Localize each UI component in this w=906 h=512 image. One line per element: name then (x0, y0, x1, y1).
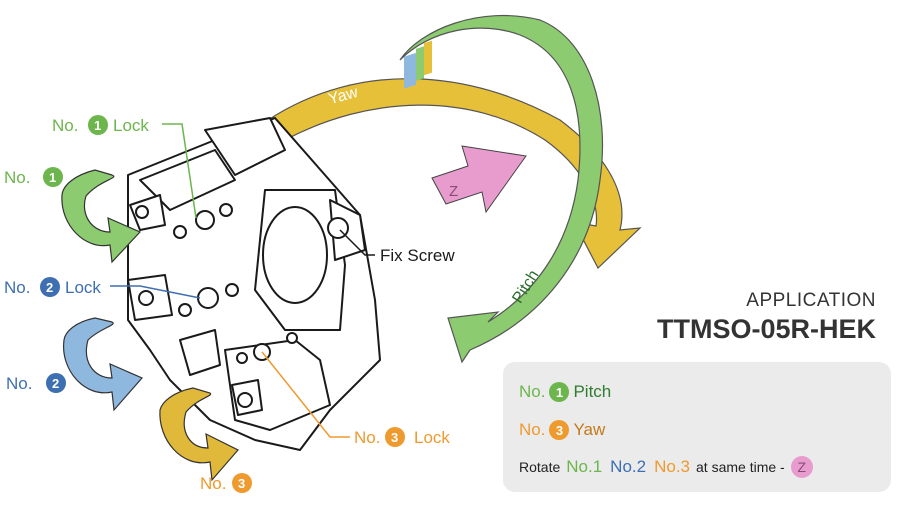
no3-label: No. 3 (200, 473, 252, 493)
no3-lock-label: No. 3 Lock (354, 427, 450, 447)
legend-row3-tail: at same time - (696, 459, 785, 475)
no1-lock-leader (162, 123, 197, 219)
no2-rotation-arrow (63, 317, 143, 412)
legend-row-yaw: No. 3 Yaw (519, 420, 605, 440)
svg-text:1: 1 (94, 118, 101, 133)
no1-lock-label: No. 1 Lock (52, 115, 149, 135)
fix-screw-label: Fix Screw (380, 246, 455, 265)
svg-text:3: 3 (391, 430, 398, 445)
svg-text:Lock: Lock (414, 428, 450, 447)
mount-device (127, 117, 381, 451)
legend-row-rotate: Rotate No.1 No.2 No.3 at same time - Z (519, 456, 813, 478)
no1-label: No. 1 (4, 167, 63, 187)
svg-text:No.: No. (354, 428, 380, 447)
legend-row3-no1: No.1 (566, 457, 603, 476)
legend-row2-badge: 3 (549, 420, 570, 440)
legend-row1-text: Pitch (573, 382, 612, 401)
no2-lock-label: No. 2 Lock (4, 277, 101, 297)
legend-row1-badge: 1 (549, 382, 570, 402)
no3-rotation-arrow (159, 387, 239, 482)
svg-text:3: 3 (238, 476, 245, 491)
z-arrow (404, 40, 527, 214)
legend-row1-prefix: No. (519, 382, 546, 401)
no2-label: No. 2 (6, 373, 66, 393)
no2-lock-leader (110, 285, 201, 299)
legend-row3-lead: Rotate (519, 459, 561, 475)
legend-row3-no3: No.3 (654, 457, 691, 476)
legend-row-pitch: No. 1 Pitch (519, 382, 611, 402)
fix-screw-leader (339, 229, 375, 256)
legend-z-badge: Z (790, 456, 813, 478)
svg-text:No.: No. (4, 168, 30, 187)
legend-row2-text: Yaw (573, 420, 606, 439)
z-label: Z (449, 183, 458, 200)
legend-row3-no2: No.2 (610, 457, 647, 476)
svg-text:2: 2 (46, 280, 53, 295)
svg-text:No.: No. (4, 278, 30, 297)
application-block: APPLICATION TTMSO-05R-HEK (657, 290, 876, 345)
svg-text:No.: No. (52, 116, 78, 135)
svg-text:No.: No. (200, 474, 226, 493)
pitch-arrow (399, 14, 604, 364)
svg-text:Lock: Lock (65, 278, 101, 297)
yaw-arrow (267, 78, 642, 269)
no1-rotation-arrow (61, 169, 142, 264)
svg-text:Lock: Lock (113, 116, 149, 135)
legend-box: No. 1 Pitch No. 3 Yaw Rotate No.1 No.2 N… (503, 362, 891, 492)
application-model: TTMSO-05R-HEK (656, 314, 876, 344)
legend-row2-prefix: No. (519, 420, 546, 439)
application-caption: APPLICATION (746, 290, 876, 311)
svg-text:1: 1 (49, 170, 56, 185)
no3-lock-leader (261, 351, 350, 438)
svg-text:2: 2 (52, 376, 59, 391)
svg-text:No.: No. (6, 374, 32, 393)
